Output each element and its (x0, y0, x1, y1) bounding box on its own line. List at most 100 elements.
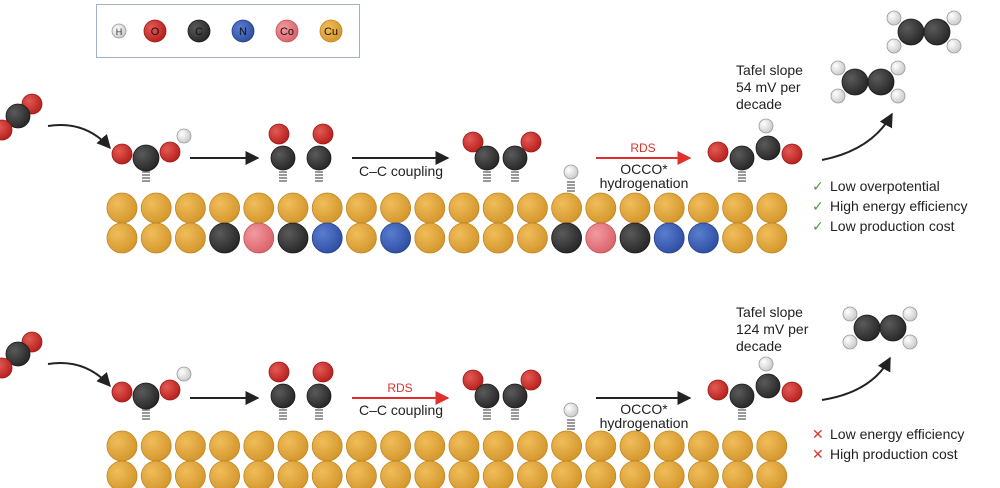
atom-h (890, 88, 906, 104)
atom-h (946, 38, 962, 54)
advantage-text: High energy efficiency (830, 198, 968, 214)
c-atom (209, 222, 241, 254)
atom-c (755, 373, 781, 399)
legend-cu-icon (319, 19, 343, 43)
atom-h (176, 128, 192, 144)
cu-atom (243, 192, 275, 224)
n-atom (380, 222, 412, 254)
cu-atom (517, 222, 548, 254)
atom-o (312, 361, 334, 383)
legend-h-icon (111, 23, 127, 39)
n-atom (311, 222, 343, 254)
atom-h (886, 10, 902, 26)
arrow-bottom-product (821, 356, 891, 401)
legend-o-icon (143, 19, 167, 43)
cu-atom (175, 460, 206, 488)
cu-atom (517, 460, 548, 488)
cu-atom (722, 222, 753, 254)
arrow-bottom-adsorb (47, 362, 111, 388)
tafel-bottom: Tafel slope 124 mV per decade (736, 304, 808, 355)
cu-atom (722, 192, 753, 224)
advantage-item: ✓Low overpotential (812, 176, 967, 196)
atom-o (268, 361, 290, 383)
atom-o (462, 369, 484, 391)
cu-atom (448, 192, 480, 224)
atom-o (111, 381, 133, 403)
atom-h (902, 306, 918, 322)
atom-o (268, 123, 290, 145)
cross-icon: ✕ (812, 446, 824, 462)
cu-atom (380, 430, 412, 462)
atom-h (830, 60, 846, 76)
advantage-text: Low production cost (830, 218, 955, 234)
tafel-top-line-3: decade (736, 96, 782, 112)
legend-co-icon (275, 19, 299, 43)
atom-o (462, 131, 484, 153)
cu-atom (448, 222, 480, 254)
rds-label-top: RDS (630, 141, 656, 155)
cu-atom (346, 460, 377, 488)
cu-atom (722, 460, 753, 488)
atom-o (312, 123, 334, 145)
cu-atom (722, 430, 753, 462)
atom-c (270, 145, 296, 171)
cu-atom (277, 192, 309, 224)
atom-c (5, 103, 31, 129)
advantage-item: ✓High energy efficiency (812, 196, 967, 216)
atom-h (946, 10, 962, 26)
step-label-hydro-bottom-2: hydrogenation (599, 415, 689, 431)
cu-atom (482, 192, 514, 224)
cross-icon: ✕ (812, 426, 824, 442)
atom-c (502, 383, 528, 409)
atom-o (781, 143, 803, 165)
atom-h (890, 60, 906, 76)
cu-atom (174, 222, 206, 254)
legend-n-label: N (239, 26, 247, 38)
legend-h-label: H (116, 27, 123, 37)
catalyst-slab-bottom (106, 430, 788, 488)
atom-c (755, 135, 781, 161)
check-icon: ✓ (812, 218, 824, 234)
step-label-hydro-top-2: hydrogenation (599, 175, 689, 191)
cu-atom (277, 430, 309, 462)
atom-o (159, 379, 181, 401)
atom-h (886, 38, 902, 54)
cu-atom (311, 460, 343, 488)
cu-atom (106, 430, 138, 462)
cu-atom (688, 460, 719, 488)
legend-cu-label: Cu (324, 26, 338, 38)
atom-h (758, 356, 774, 372)
atom-c (897, 18, 925, 46)
cu-atom (414, 460, 446, 488)
tafel-bottom-line-3: decade (736, 338, 782, 354)
cu-atom (756, 430, 788, 462)
atom-o (707, 141, 729, 163)
atom-c (474, 145, 500, 171)
cu-atom (209, 192, 241, 224)
cu-atom (106, 460, 138, 488)
step-label-hydro-top-1: OCCO* (620, 161, 668, 177)
atom-h (758, 118, 774, 134)
atom-c (841, 68, 869, 96)
n-atom (653, 222, 685, 254)
atom-o (781, 381, 803, 403)
atom-c (306, 145, 332, 171)
legend-c-label: C (195, 26, 203, 38)
cu-atom (653, 460, 685, 488)
atom-o (159, 141, 181, 163)
cu-atom (619, 192, 651, 224)
cu-atom (551, 460, 582, 488)
cu-atom (140, 222, 172, 254)
atom-h (842, 306, 858, 322)
atom-h (563, 402, 579, 418)
cu-atom (688, 192, 719, 224)
tafel-bottom-line-1: Tafel slope (736, 304, 803, 320)
atom-o (0, 119, 13, 141)
cu-atom (448, 460, 480, 488)
n-atom (688, 222, 719, 254)
legend-co-label: Co (280, 26, 294, 38)
cu-atom (756, 192, 788, 224)
cu-atom (311, 430, 343, 462)
cu-atom (414, 222, 446, 254)
